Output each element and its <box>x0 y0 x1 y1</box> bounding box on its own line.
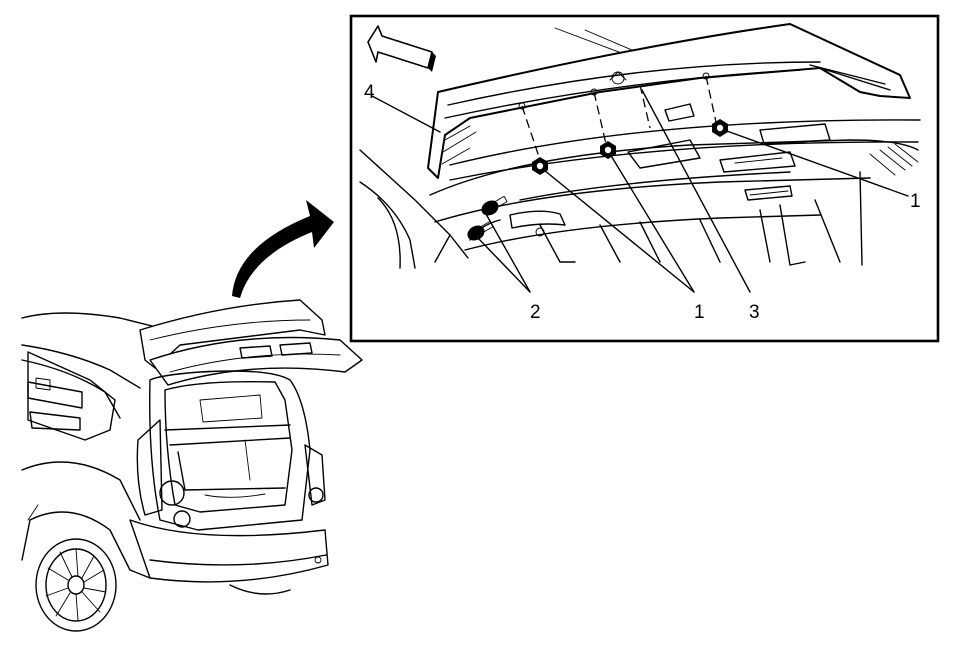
callout-4: 4 <box>364 82 375 103</box>
clip <box>712 119 728 137</box>
curved-view-arrow-icon <box>232 200 334 298</box>
callout-1-center: 1 <box>694 302 705 323</box>
leader-lines <box>371 89 909 293</box>
bolts <box>467 195 508 241</box>
alignment-lines <box>518 72 717 161</box>
vehicle-overview <box>21 299 363 632</box>
removal-direction-arrow-icon <box>367 25 436 72</box>
clip <box>600 141 616 159</box>
rear-wheel <box>35 538 117 632</box>
bolt <box>481 195 508 216</box>
callout-2: 2 <box>530 302 541 323</box>
rear-spoiler <box>427 23 911 179</box>
callout-1-right: 1 <box>910 191 921 212</box>
callout-3: 3 <box>749 302 760 323</box>
detail-inset: 4 1 2 1 3 <box>349 14 940 343</box>
retaining-clips <box>532 119 728 175</box>
